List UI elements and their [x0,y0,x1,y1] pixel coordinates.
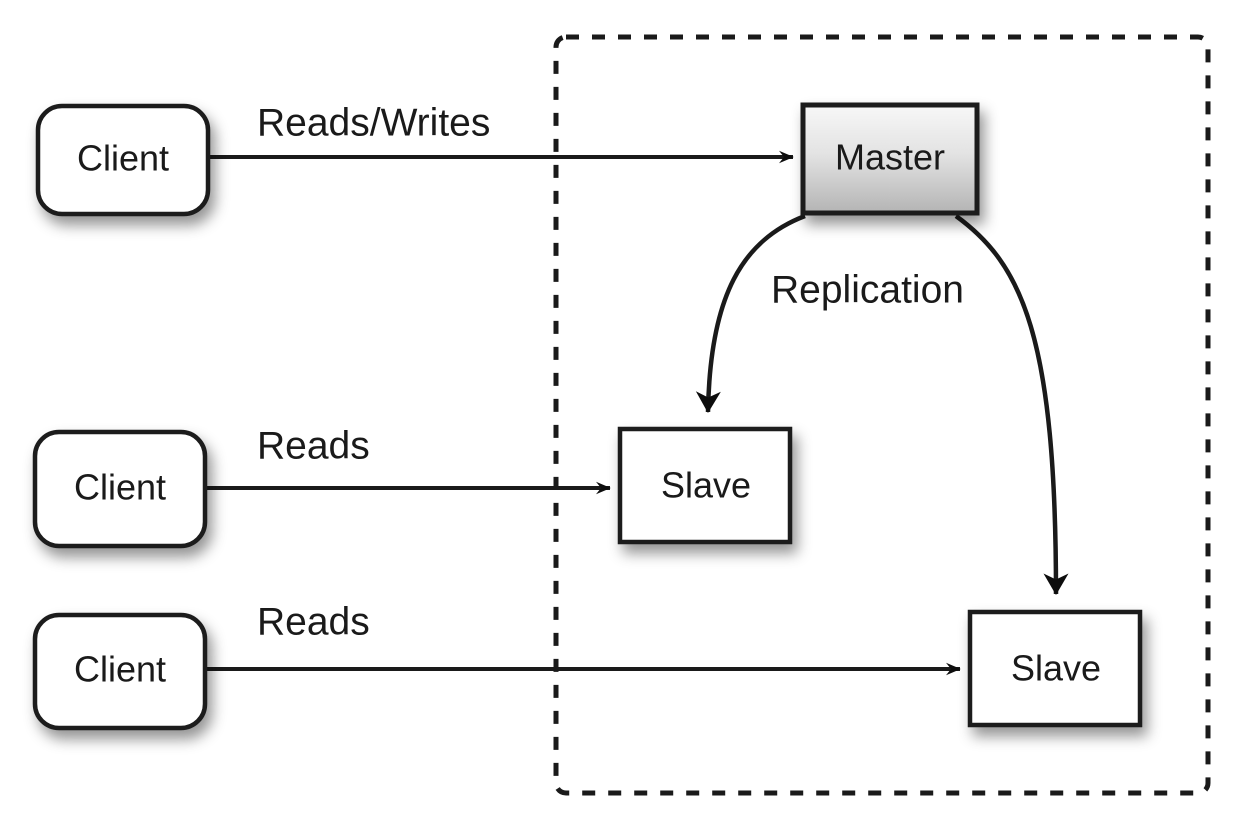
node-slave-lower[interactable]: Slave [967,609,1143,728]
edge-master-to-slave-upper [695,213,806,413]
client-top-box[interactable] [35,103,211,217]
slave-lower-label: Slave [1011,648,1101,689]
master-label: Master [835,137,945,178]
edge-label-replication: Replication [771,268,964,311]
client-middle-label: Client [74,467,166,508]
edge-label-layer: Reads/Writes Replication Reads Reads [257,101,964,643]
client-bottom-label: Client [74,649,166,690]
slave-upper-label: Slave [661,465,751,506]
node-slave-upper[interactable]: Slave [617,426,793,545]
client-middle-box[interactable] [32,429,208,549]
database-cluster-boundary [553,34,1211,796]
edge-label-reads-writes: Reads/Writes [257,101,490,144]
edge-layer [205,150,1069,676]
edge-master-to-slave-lower [954,214,1069,595]
slave-upper-box[interactable] [617,426,793,545]
edge-label-reads-middle: Reads [257,424,370,467]
node-client-top[interactable]: Client [35,103,211,217]
client-top-label: Client [77,138,169,179]
node-client-middle[interactable]: Client [32,429,208,549]
node-master[interactable]: Master [800,102,980,216]
master-box[interactable] [800,102,980,216]
edge-label-reads-bottom: Reads [257,600,370,643]
slave-lower-box[interactable] [967,609,1143,728]
client-bottom-box[interactable] [32,612,208,731]
node-layer: Client Client Client Master Slave [32,102,1143,731]
node-client-bottom[interactable]: Client [32,612,208,731]
